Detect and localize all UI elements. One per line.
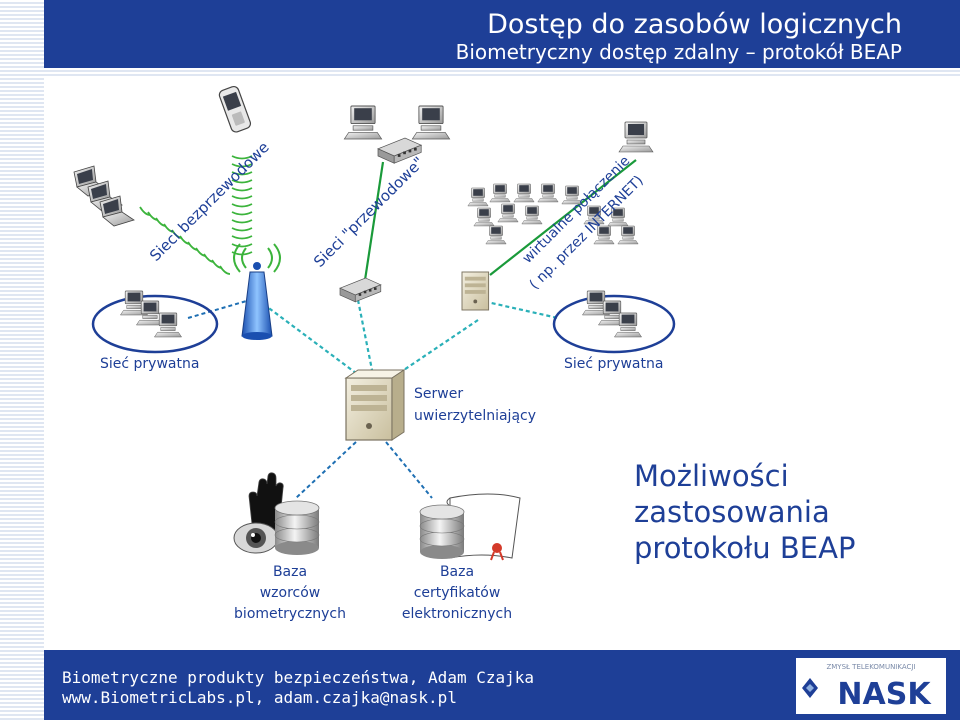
- footer-credit: Biometryczne produkty bezpieczeństwa, Ad…: [62, 668, 535, 687]
- cert-db-label-line3: elektronicznych: [402, 606, 512, 622]
- auth-server-label-line2: uwierzytelniający: [414, 408, 536, 424]
- mobile-phone-icon: [218, 85, 252, 133]
- desktop-computer-icon: [411, 105, 451, 140]
- private-to-ap-link: [187, 299, 251, 319]
- bio-db-label-line3: biometrycznych: [234, 606, 346, 622]
- slide-title: Dostęp do zasobów logicznych: [487, 9, 902, 40]
- ap-to-server-link: [257, 299, 373, 386]
- private-network-left-ellipse: [91, 294, 219, 354]
- virtual-connection-green-link: [489, 159, 637, 276]
- desktop-computer-icon: [467, 187, 489, 207]
- wireless-waves: [139, 155, 253, 275]
- possibilities-line1: Możliwości: [634, 459, 789, 493]
- private-network-right-ellipse: [552, 294, 676, 354]
- network-diagram: Sieci bezprzewodowe Sieci "przewodowe" w…: [73, 85, 676, 622]
- laptop-group: [73, 165, 135, 227]
- possibilities-line2: zastosowania: [634, 495, 830, 529]
- cert-db-label-line2: certyfikatów: [414, 585, 501, 601]
- desktop-computer-icon: [473, 207, 495, 227]
- slide-header: Dostęp do zasobów logicznych Biometryczn…: [44, 0, 960, 68]
- bio-db-label-line2: wzorców: [260, 585, 321, 601]
- desktop-computer-icon: [513, 183, 535, 203]
- server-to-cert-db-link: [385, 441, 433, 499]
- bio-db-label-line1: Baza: [273, 564, 307, 580]
- wireless-networks-label: Sieci bezprzewodowe: [146, 138, 273, 265]
- desktop-computer-icon: [618, 121, 654, 153]
- footer-contact: www.BiometricLabs.pl, adam.czajka@nask.p…: [62, 688, 457, 707]
- server-icon: [461, 271, 490, 311]
- logo-wordmark: NASK: [837, 677, 932, 712]
- wired-green-link: [363, 161, 385, 281]
- private-network-left-label: Sieć prywatna: [100, 356, 199, 372]
- slide-footer: Biometryczne produkty bezpieczeństwa, Ad…: [44, 650, 960, 720]
- switch-to-server-link: [356, 299, 376, 381]
- desktop-computer-icon: [489, 183, 511, 203]
- desktop-computer-icon: [617, 225, 639, 245]
- desktop-computer-icon: [537, 183, 559, 203]
- eye-icon: [233, 522, 279, 554]
- decorative-side-stripe: [0, 0, 44, 720]
- header-stripe-band: [44, 68, 960, 76]
- auth-server-label-line1: Serwer: [414, 386, 463, 402]
- server-icon: [344, 369, 406, 441]
- possibilities-heading: Możliwości zastosowania protokołu BEAP: [634, 458, 855, 566]
- desktop-computer-icon: [497, 203, 519, 223]
- logo-tagline: ZMYSŁ TELEKOMUNIKACJI: [826, 663, 915, 671]
- nask-logo: ZMYSŁ TELEKOMUNIKACJI NASK: [796, 658, 946, 714]
- possibilities-line3: protokołu BEAP: [634, 531, 856, 565]
- network-switch-icon: [339, 277, 382, 303]
- database-icon: [419, 504, 465, 560]
- wireless-access-point-icon: [241, 262, 273, 340]
- private-network-right-label: Sieć prywatna: [564, 356, 663, 372]
- gateway-to-private-link: [477, 298, 559, 320]
- certificate-scroll-icon: [446, 493, 521, 561]
- laptop-icon: [99, 195, 135, 227]
- database-icon: [274, 500, 320, 556]
- desktop-computer-icon: [343, 105, 383, 140]
- desktop-computer-icon: [485, 225, 507, 245]
- nask-star-icon: [802, 678, 818, 698]
- cert-db-label-line1: Baza: [440, 564, 474, 580]
- server-to-bio-db-link: [295, 441, 357, 499]
- desktop-computer-icon: [521, 205, 543, 225]
- slide-subtitle: Biometryczny dostęp zdalny – protokół BE…: [455, 40, 902, 64]
- access-point-signal: [233, 243, 281, 273]
